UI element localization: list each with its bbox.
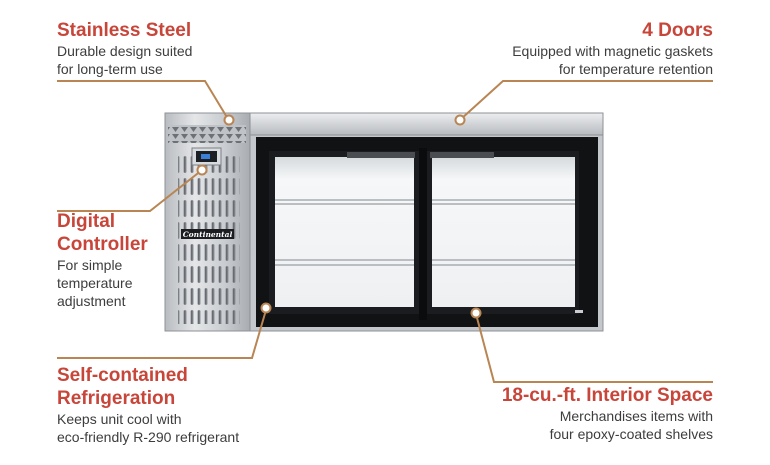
callout-title: 4 Doors: [642, 20, 713, 41]
callout-title: Digital: [57, 211, 116, 232]
callout-description: eco-friendly R-290 refrigerant: [57, 429, 240, 445]
callout-description: for temperature retention: [558, 61, 713, 77]
cabinet-top-strip: [249, 112, 604, 136]
callout-title: Self-contained: [57, 365, 188, 386]
marker-dot: [454, 114, 466, 126]
callout-description: Equipped with magnetic gaskets: [512, 43, 713, 59]
callout-description: for long-term use: [57, 61, 163, 77]
callout-title: Stainless Steel: [57, 20, 192, 41]
leader-stainless-steel: [57, 80, 229, 120]
callout-refrigeration: Self-contained Refrigeration Keeps unit …: [57, 364, 239, 446]
callout-description: For simple: [57, 257, 123, 273]
brand-badge: [181, 229, 234, 239]
callout-description: Keeps unit cool with: [57, 411, 182, 427]
leader-interior-space: [475, 313, 713, 383]
refrigerator-unit: Continental: [164, 112, 604, 332]
callout-title: 18-cu.-ft. Interior Space: [501, 385, 713, 406]
callout-interior-space: 18-cu.-ft. Interior Space Merchandises i…: [502, 384, 713, 443]
marker-dot: [223, 114, 235, 126]
callout-stainless-steel: Stainless Steel Durable design suited fo…: [57, 19, 192, 78]
callout-description: Merchandises items with: [559, 408, 713, 424]
top-vent-grille: [168, 125, 246, 143]
callout-description: four epoxy-coated shelves: [549, 426, 713, 442]
callout-description: Durable design suited: [57, 43, 193, 59]
wire-shelves: [275, 199, 575, 266]
callout-title: Refrigeration: [57, 388, 176, 409]
callout-title: Controller: [57, 234, 148, 255]
callout-digital-controller: Digital Controller For simple temperatur…: [57, 210, 148, 310]
callout-leader-lines: [57, 80, 713, 383]
callout-4-doors: 4 Doors Equipped with magnetic gaskets f…: [512, 19, 713, 78]
marker-dot: [260, 302, 272, 314]
callout-description: adjustment: [57, 293, 126, 309]
brand-logo-text: Continental: [183, 230, 233, 239]
leader-digital-controller: [57, 169, 203, 212]
marker-dot: [196, 164, 208, 176]
callout-marker-dots: [196, 114, 482, 319]
marker-dot: [470, 307, 482, 319]
callout-description: temperature: [57, 275, 133, 291]
leader-4-doors: [460, 80, 713, 120]
leader-refrigeration: [57, 309, 267, 359]
